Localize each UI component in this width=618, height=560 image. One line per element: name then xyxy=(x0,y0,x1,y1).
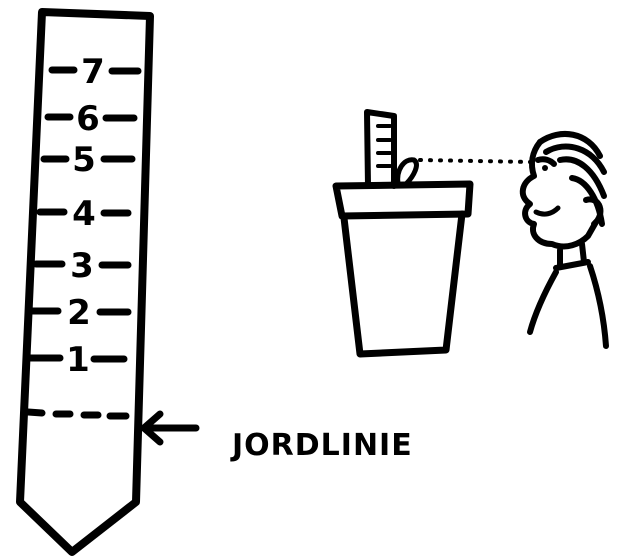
stake-tick-1: 1 xyxy=(30,340,124,380)
bucket-rim xyxy=(336,184,470,216)
stake-tick-2: 2 xyxy=(32,293,128,333)
stake-tick-3: 3 xyxy=(36,246,128,286)
stake-tick-4: 4 xyxy=(40,194,128,234)
stake-tick-5: 5 xyxy=(44,140,132,180)
observer-figure xyxy=(523,134,606,346)
stake-tick-label: 3 xyxy=(70,246,94,286)
stake-tick-label: 5 xyxy=(72,140,96,180)
stake-tick-label: 2 xyxy=(67,293,91,333)
stake-tick-label: 7 xyxy=(81,52,105,92)
bucket-illustration xyxy=(336,112,470,354)
measuring-stake: 7 6 5 4 3 2 1 xyxy=(20,12,150,552)
stake-tick-6: 6 xyxy=(48,99,134,139)
stake-tick-label: 4 xyxy=(72,194,96,234)
stake-tick-label: 1 xyxy=(66,340,90,380)
stake-tick-7: 7 xyxy=(52,52,138,92)
small-stake xyxy=(367,112,394,186)
sight-line xyxy=(420,160,532,162)
bucket-body xyxy=(344,214,462,354)
stake-ground-line xyxy=(28,412,126,416)
observer-body xyxy=(530,272,556,332)
ground-line-label: JORDLINIE xyxy=(230,428,413,463)
stake-tick-label: 6 xyxy=(76,99,100,139)
ground-line-arrow xyxy=(144,414,196,442)
